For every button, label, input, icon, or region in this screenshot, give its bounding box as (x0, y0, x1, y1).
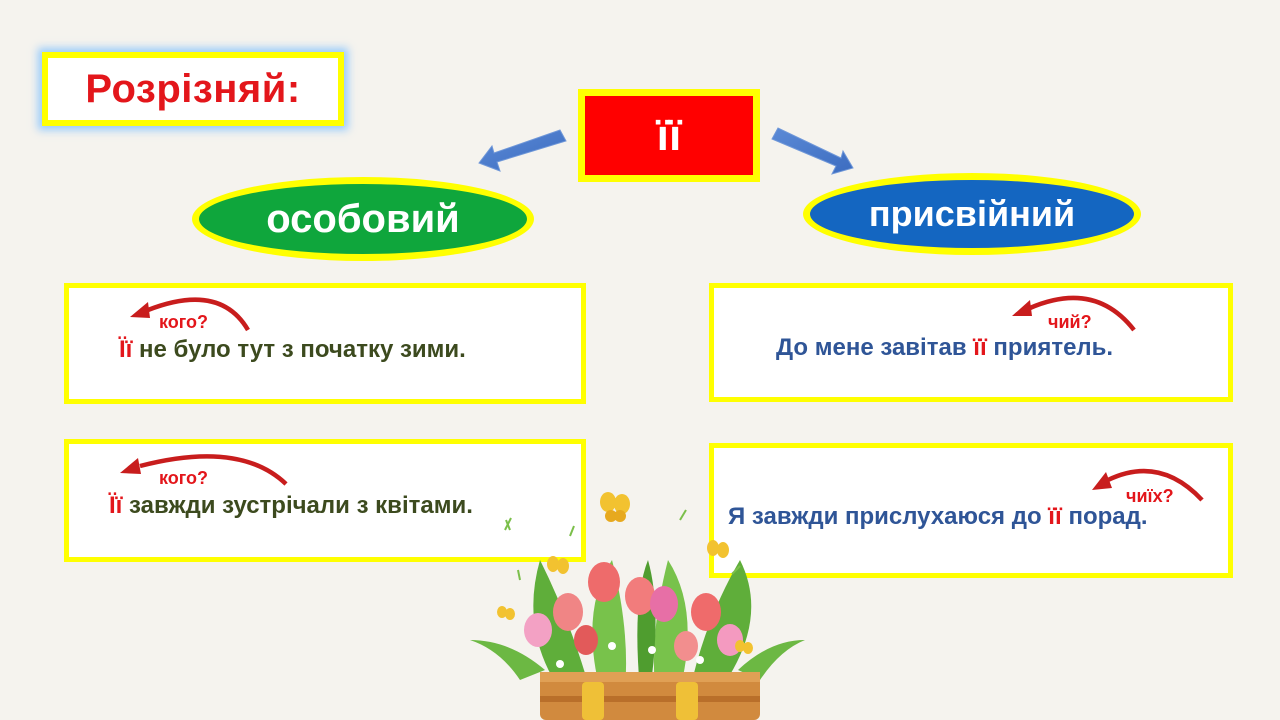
sentence-text: До мене завітав її приятель. (776, 334, 1113, 362)
category-possessive-label: присвійний (868, 193, 1076, 234)
sentence-text: Її не було тут з початку зими. (119, 336, 466, 364)
sentence-box-2: кого? Її завжди зустрічали з квітами. (64, 439, 586, 562)
question-label: кого? (159, 468, 209, 488)
question-label: кого? (159, 312, 209, 332)
sentence-before: До мене завітав (776, 334, 974, 361)
title-box: Розрізняй: (42, 52, 344, 126)
center-word-box: її (578, 89, 760, 182)
sentence-rest: не було тут з початку зими. (132, 336, 466, 363)
arrow-right-icon (771, 127, 854, 175)
sentence-text: Я завжди прислухаюся до її порад. (728, 503, 1148, 531)
category-personal-label: особовий (266, 196, 460, 241)
sentence-box-4: чиїх? Я завжди прислухаюся до її порад. (709, 443, 1233, 578)
category-possessive: присвійний (803, 173, 1141, 255)
highlight-word: Її (109, 492, 123, 519)
page-title: Розрізняй: (85, 66, 301, 111)
highlight-word: її (1048, 503, 1062, 530)
sentence-after: приятель. (986, 334, 1114, 361)
category-personal: особовий (192, 177, 534, 261)
flower-basket-illustration (470, 560, 805, 720)
sentence-box-1: кого? Її не було тут з початку зими. (64, 283, 586, 404)
butterfly-icon (497, 606, 515, 620)
center-word: її (656, 110, 682, 160)
sentence-text: Її завжди зустрічали з квітами. (109, 492, 473, 520)
butterfly-icon (600, 492, 630, 522)
highlight-word: Її (119, 336, 133, 363)
arrow-left-icon (478, 129, 567, 172)
highlight-word: її (973, 334, 987, 361)
sentence-after: порад. (1061, 503, 1148, 530)
question-label: чий? (1048, 312, 1092, 332)
sentence-before: Я завжди прислухаюся до (728, 503, 1049, 530)
sentence-box-3: чий? До мене завітав її приятель. (709, 283, 1233, 402)
sentence-rest: завжди зустрічали з квітами. (122, 492, 473, 519)
butterfly-icon (735, 640, 753, 654)
